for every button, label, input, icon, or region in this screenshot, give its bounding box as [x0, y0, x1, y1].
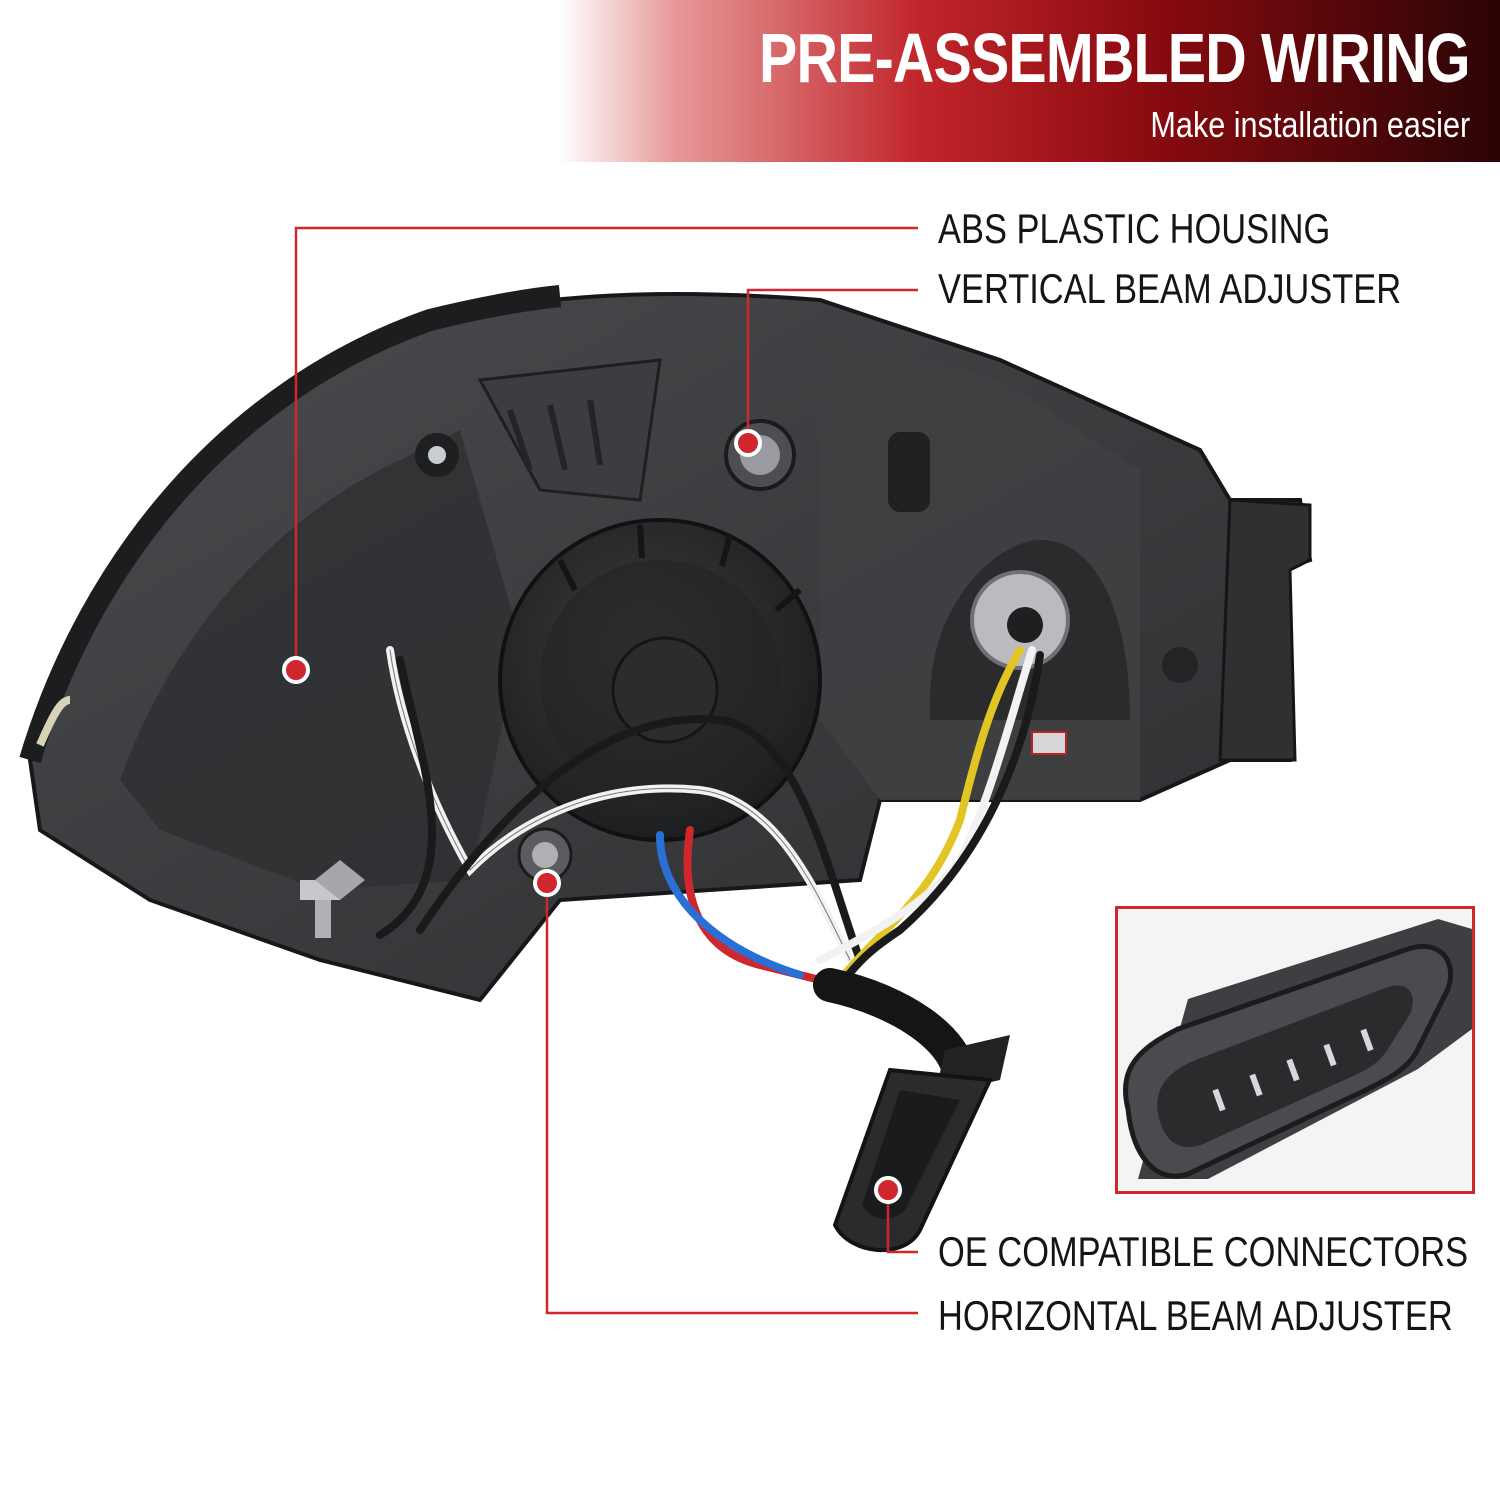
banner-subtitle: Make installation easier — [1150, 104, 1470, 145]
callout-horizontal-adjuster: HORIZONTAL BEAM ADJUSTER — [938, 1292, 1453, 1339]
banner-title: PRE-ASSEMBLED WIRING — [759, 19, 1471, 97]
callout-vertical-adjuster: VERTICAL BEAM ADJUSTER — [938, 265, 1402, 312]
callout-oe-connectors: OE COMPATIBLE CONNECTORS — [938, 1228, 1469, 1275]
connector-closeup-inset — [1115, 906, 1475, 1194]
callout-abs-housing: ABS PLASTIC HOUSING — [938, 205, 1331, 252]
header-banner: PRE-ASSEMBLED WIRING Make installation e… — [560, 0, 1500, 162]
connector-closeup-image — [1118, 909, 1472, 1191]
